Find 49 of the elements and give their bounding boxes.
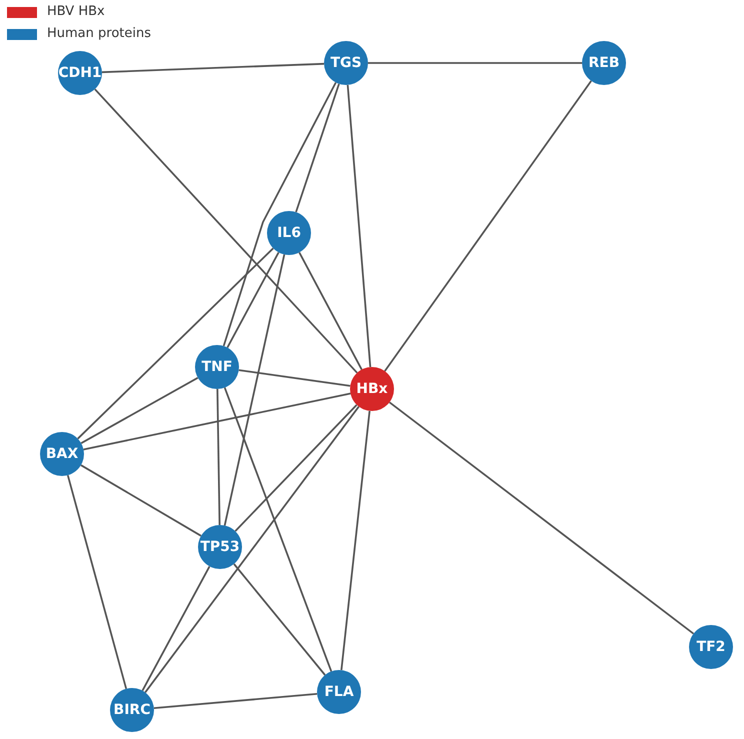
interaction-line (388, 402, 694, 634)
interaction-line (340, 410, 370, 670)
interaction-line (226, 252, 280, 348)
interaction-line (295, 84, 340, 212)
node-label: IL6 (277, 226, 301, 240)
node-label: REB (588, 56, 620, 70)
interaction-line (154, 693, 318, 709)
interaction-line (83, 392, 351, 450)
interaction-line (224, 254, 286, 526)
interaction-line (144, 406, 360, 693)
node-label: BIRC (114, 703, 150, 717)
protein-node (267, 211, 311, 255)
node-label: TP53 (200, 540, 240, 554)
legend-label: Human proteins (47, 26, 151, 42)
interaction-line (234, 404, 358, 532)
legend-label: HBV HBx (47, 4, 105, 20)
interaction-line (346, 84, 372, 368)
interaction-line (142, 566, 210, 692)
viral-protein-node (350, 367, 394, 411)
interaction-line (298, 252, 362, 370)
protein-node (58, 51, 102, 95)
interaction-line (94, 88, 358, 374)
node-label: TF2 (696, 640, 726, 654)
protein-node (110, 688, 154, 732)
protein-node (195, 345, 239, 389)
interaction-line (368, 62, 582, 64)
protein-node (198, 525, 242, 569)
interaction-line (66, 474, 128, 690)
protein-node (317, 670, 361, 714)
interaction-line (222, 82, 337, 346)
protein-node (40, 432, 84, 476)
node-label: HBx (356, 382, 388, 396)
protein-node (324, 41, 368, 85)
interaction-line (80, 464, 202, 537)
interaction-line (238, 369, 350, 387)
protein-node (582, 41, 626, 85)
interaction-line (102, 62, 324, 74)
interaction-line (233, 563, 326, 676)
node-label: BAX (46, 447, 78, 461)
node-label: TGS (330, 56, 362, 70)
protein-node (689, 625, 733, 669)
interaction-line (384, 80, 592, 372)
interaction-line (216, 388, 220, 526)
node-label: FLA (324, 685, 354, 699)
interaction-line (80, 377, 198, 444)
interaction-line (77, 248, 274, 440)
interaction-line (224, 387, 332, 672)
node-label: CDH1 (58, 66, 102, 80)
node-label: TNF (202, 360, 232, 374)
